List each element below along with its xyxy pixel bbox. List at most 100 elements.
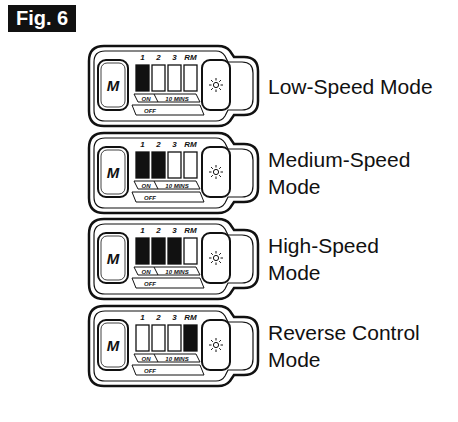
mode-button [98,147,128,197]
off-band [132,192,204,202]
light-ray [221,172,224,173]
on-band [134,267,200,275]
light-ray [219,253,221,255]
mode-button-label: M [107,251,120,266]
mode-button [98,233,128,283]
light-button [202,233,230,283]
light-ray [221,345,224,346]
segment-number: 3 [172,141,176,149]
mode-description: High-Speed Mode [268,232,418,286]
light-ray [209,345,212,346]
panel-inner-outline [94,138,253,208]
on-label: ON [142,356,151,362]
mode-button-label: M [107,165,120,180]
speed-segment [184,152,197,178]
speed-segment [168,152,181,178]
light-ray [216,78,217,81]
panel-housing [89,219,258,299]
on-band [134,181,200,189]
speed-segment [136,152,149,178]
segment-number: RM [184,314,196,322]
speed-segment [184,325,197,351]
segment-number: 3 [172,227,176,235]
mode-button [98,60,128,110]
speed-segment [168,65,181,91]
speed-segment [136,65,149,91]
segment-number: 3 [172,54,176,62]
on-band [134,94,200,102]
timer-label: 10 MINS [165,356,188,362]
light-ray [219,88,221,90]
light-ray [211,175,213,177]
light-ray [216,350,217,353]
mode-button-inner [101,236,125,280]
control-panel [89,133,258,213]
light-ray [216,338,217,341]
segment-number: RM [184,54,196,62]
off-band [132,365,204,375]
light-ray [211,80,213,82]
segment-number: 2 [156,227,160,235]
mode-button [98,320,128,370]
light-button [202,147,230,197]
segment-number: RM [184,227,196,235]
panel-inner-outline [94,224,253,294]
mode-description: Reverse Control Mode [268,319,443,373]
speed-segment [152,238,165,264]
light-ray [219,340,221,342]
mode-button-inner [101,63,125,107]
light-ray [211,253,213,255]
timer-label: 10 MINS [165,183,188,189]
light-ray [216,165,217,168]
control-panel [89,46,258,126]
segment-number: 2 [156,54,160,62]
segment-number: 1 [140,54,144,62]
panel-housing [89,306,258,386]
segment-number: 2 [156,141,160,149]
speed-segment [168,238,181,264]
figure-tag: Fig. 6 [8,5,76,32]
control-panel [89,219,258,299]
light-icon [213,82,218,87]
segment-number: 1 [140,141,144,149]
on-label: ON [142,96,151,102]
light-ray [219,167,221,169]
speed-segment [152,152,165,178]
light-ray [219,261,221,263]
light-ray [211,261,213,263]
off-label: OFF [144,108,156,114]
segment-number: 3 [172,314,176,322]
off-label: OFF [144,368,156,374]
light-ray [209,172,212,173]
segment-number: 1 [140,227,144,235]
mode-button-inner [101,323,125,367]
light-ray [216,251,217,254]
off-band [132,105,204,115]
mode-button-label: M [107,338,120,353]
light-ray [219,175,221,177]
timer-label: 10 MINS [165,269,188,275]
speed-segment [152,65,165,91]
light-icon [213,169,218,174]
light-ray [219,348,221,350]
mode-button-inner [101,150,125,194]
light-ray [211,340,213,342]
light-ray [221,258,224,259]
light-icon [213,342,218,347]
speed-segment [184,238,197,264]
off-label: OFF [144,281,156,287]
segment-number: 2 [156,314,160,322]
light-icon [213,255,218,260]
light-ray [211,167,213,169]
speed-segment [152,325,165,351]
figure-title: Fig. 6 [16,7,68,29]
speed-segment [184,65,197,91]
panel-inner-outline [94,51,253,121]
light-button [202,320,230,370]
control-panel [89,306,258,386]
light-ray [216,177,217,180]
light-ray [216,263,217,266]
timer-label: 10 MINS [165,96,188,102]
light-ray [211,88,213,90]
